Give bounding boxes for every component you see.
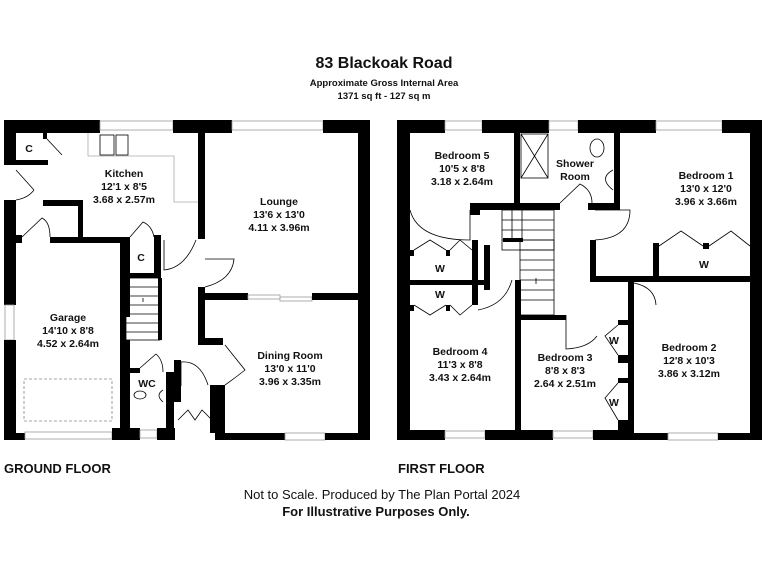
- wardrobe-label: W: [699, 259, 709, 271]
- window: [667, 432, 719, 441]
- bedroom2-imperial: 12'8 x 10'3: [663, 355, 715, 367]
- wardrobe-label: W: [435, 263, 445, 275]
- lounge-label: Lounge: [260, 196, 298, 208]
- bedroom5-metric: 3.18 x 2.64m: [431, 176, 493, 188]
- kitchen-metric: 3.68 x 2.57m: [93, 194, 155, 206]
- disclaimer-line: Not to Scale. Produced by The Plan Porta…: [244, 487, 521, 502]
- window: [548, 120, 579, 131]
- sink-icon: [99, 134, 115, 156]
- shower-tray-icon: [520, 133, 549, 179]
- window: [139, 429, 158, 439]
- lounge-metric: 4.11 x 3.96m: [248, 222, 309, 234]
- dining-room-metric: 3.96 x 3.35m: [259, 376, 321, 388]
- first-floor-caption: FIRST FLOOR: [398, 461, 485, 476]
- dining-room-imperial: 13'0 x 11'0: [264, 363, 315, 375]
- kitchen-imperial: 12'1 x 8'5: [101, 181, 147, 193]
- area-value: 1371 sq ft - 127 sq m: [338, 91, 431, 102]
- toilet-icon: [589, 138, 605, 158]
- wc-label: WC: [138, 378, 156, 390]
- ground-floor-caption: GROUND FLOOR: [4, 461, 111, 476]
- cupboard-label: C: [25, 143, 33, 155]
- dining-room-label: Dining Room: [257, 350, 322, 362]
- bedroom5-imperial: 10'5 x 8'8: [439, 163, 485, 175]
- shower-room-label-2: Room: [560, 171, 590, 183]
- bedroom1-imperial: 13'0 x 12'0: [680, 183, 732, 195]
- wardrobe-label: W: [609, 397, 619, 409]
- bedroom4-imperial: 11'3 x 8'8: [437, 359, 482, 371]
- bedroom3-label: Bedroom 3: [538, 352, 593, 364]
- area-caption: Approximate Gross Internal Area: [310, 78, 459, 89]
- window: [552, 430, 594, 439]
- toilet-icon: [133, 390, 147, 400]
- bedroom2-metric: 3.86 x 3.12m: [658, 368, 720, 380]
- wardrobe-label: W: [609, 335, 619, 347]
- window: [444, 430, 486, 439]
- bedroom3-imperial: 8'8 x 8'3: [545, 365, 585, 377]
- window: [444, 120, 483, 131]
- bedroom4-metric: 3.43 x 2.64m: [429, 372, 491, 384]
- sliding-door: [247, 294, 281, 300]
- garage-label: Garage: [50, 312, 86, 324]
- shower-room-label: Shower: [556, 158, 594, 170]
- staircase: [125, 277, 162, 341]
- staircase: [501, 209, 555, 316]
- bedroom2-label: Bedroom 2: [662, 342, 717, 354]
- basin-icon: [158, 389, 164, 403]
- window: [99, 120, 174, 131]
- bedroom1-label: Bedroom 1: [679, 170, 734, 182]
- wardrobe-label: W: [435, 289, 445, 301]
- bedroom3-metric: 2.64 x 2.51m: [534, 378, 596, 390]
- garage-metric: 4.52 x 2.64m: [37, 338, 99, 350]
- window: [284, 432, 326, 441]
- window: [4, 304, 15, 341]
- bedroom1-metric: 3.96 x 3.66m: [675, 196, 737, 208]
- first-floor-plan: Bedroom 5 10'5 x 8'8 3.18 x 2.64m Shower…: [397, 120, 762, 441]
- window: [24, 431, 113, 440]
- garage-imperial: 14'10 x 8'8: [42, 325, 94, 337]
- lounge-imperial: 13'6 x 13'0: [253, 209, 305, 221]
- ground-floor-plan: C Kitchen 12'1 x 8'5 3.68 x 2.57m Lounge…: [4, 120, 370, 441]
- garage-door-outline: [23, 378, 113, 422]
- kitchen-label: Kitchen: [105, 168, 144, 180]
- drainer-icon: [115, 134, 129, 156]
- bedroom5-label: Bedroom 5: [435, 150, 490, 162]
- cupboard-label: C: [137, 252, 145, 264]
- bedroom4-label: Bedroom 4: [433, 346, 488, 358]
- window: [231, 120, 324, 131]
- basin-icon: [605, 169, 614, 191]
- property-title: 83 Blackoak Road: [316, 55, 453, 72]
- window: [655, 120, 723, 131]
- disclaimer-bold: For Illustrative Purposes Only.: [282, 504, 470, 519]
